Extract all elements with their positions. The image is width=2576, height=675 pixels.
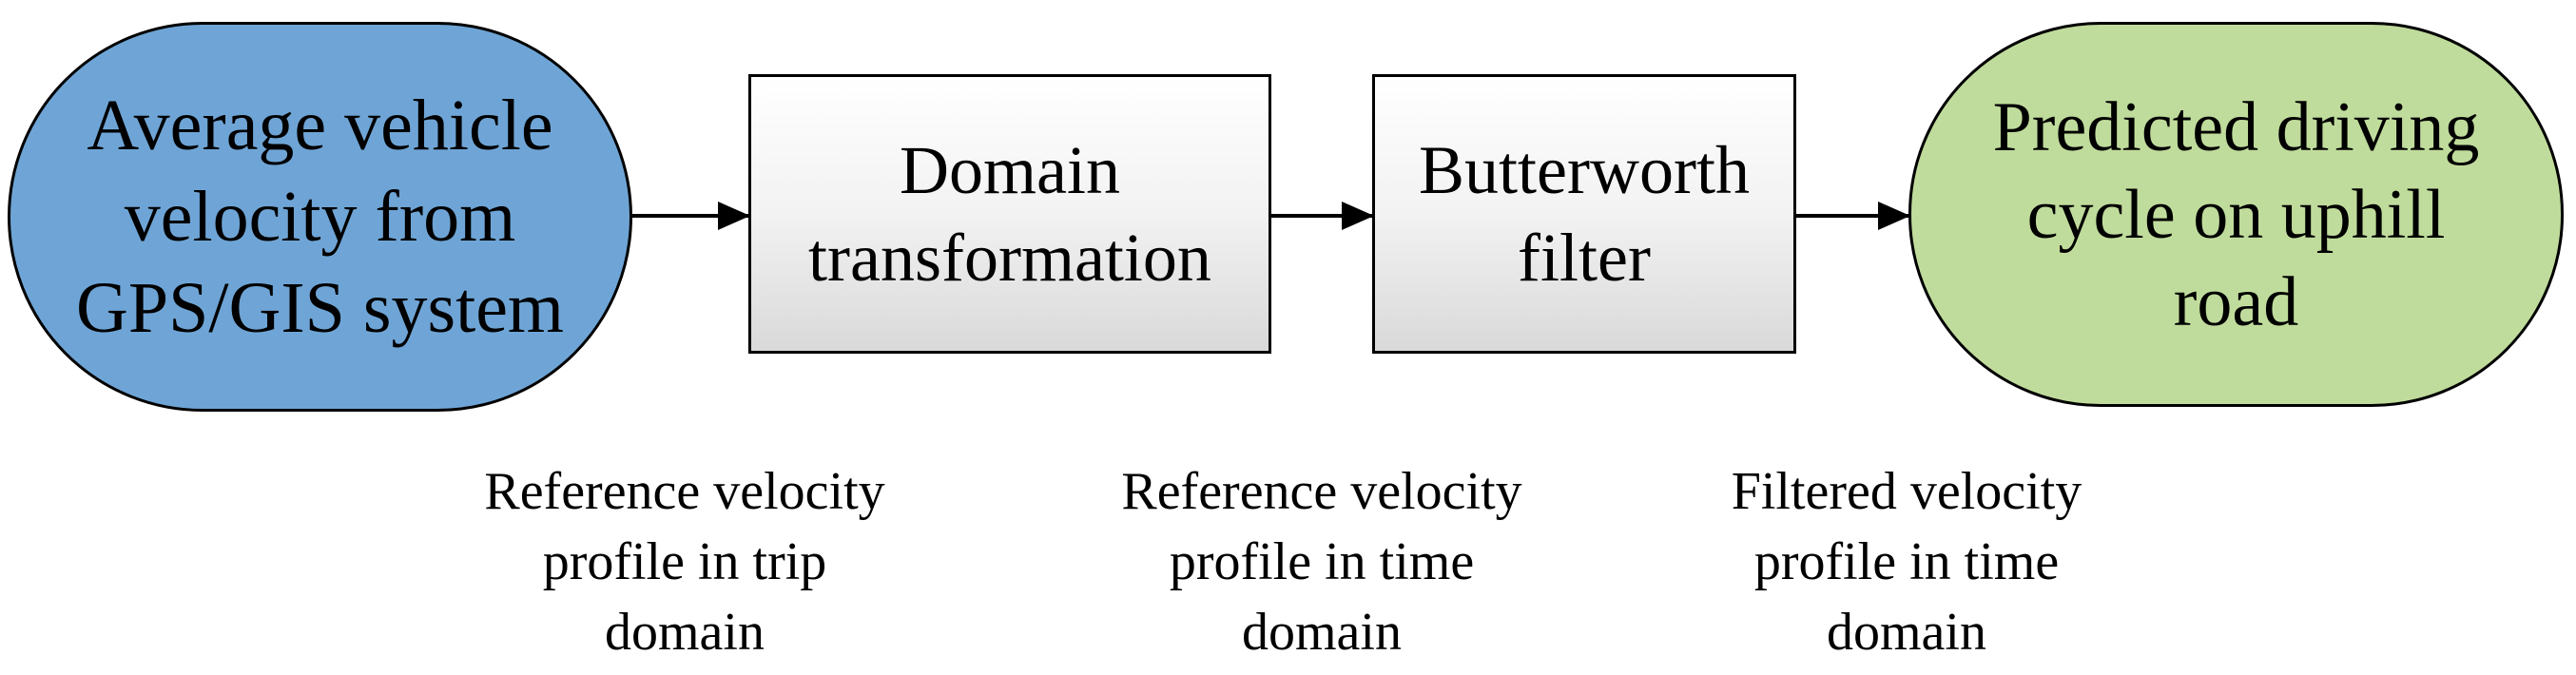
label-filtered-profile: Filtered velocity profile in time domain	[1731, 462, 2082, 662]
butterworth-filter-box: Butterworth filter	[1372, 74, 1796, 354]
start-node-average-velocity: Average vehicle velocity from GPS/GIS sy…	[8, 22, 632, 412]
arrow-start-to-domain	[632, 202, 750, 230]
label-time-domain-profile: Reference velocity profile in time domai…	[1121, 462, 1522, 662]
domain-transformation-text: Domain transformation	[808, 132, 1211, 296]
butterworth-filter-text: Butterworth filter	[1419, 132, 1750, 296]
end-node-predicted-driving-cycle: Predicted driving cycle on uphill road	[1908, 22, 2564, 407]
label-trip-domain-profile: Reference velocity profile in trip domai…	[484, 462, 885, 662]
arrow-filter-to-end	[1796, 202, 1910, 230]
arrow-domain-to-filter	[1271, 202, 1374, 230]
domain-transformation-box: Domain transformation	[748, 74, 1271, 354]
end-node-text: Predicted driving cycle on uphill road	[1992, 87, 2480, 341]
start-node-text: Average vehicle velocity from GPS/GIS sy…	[75, 86, 565, 348]
